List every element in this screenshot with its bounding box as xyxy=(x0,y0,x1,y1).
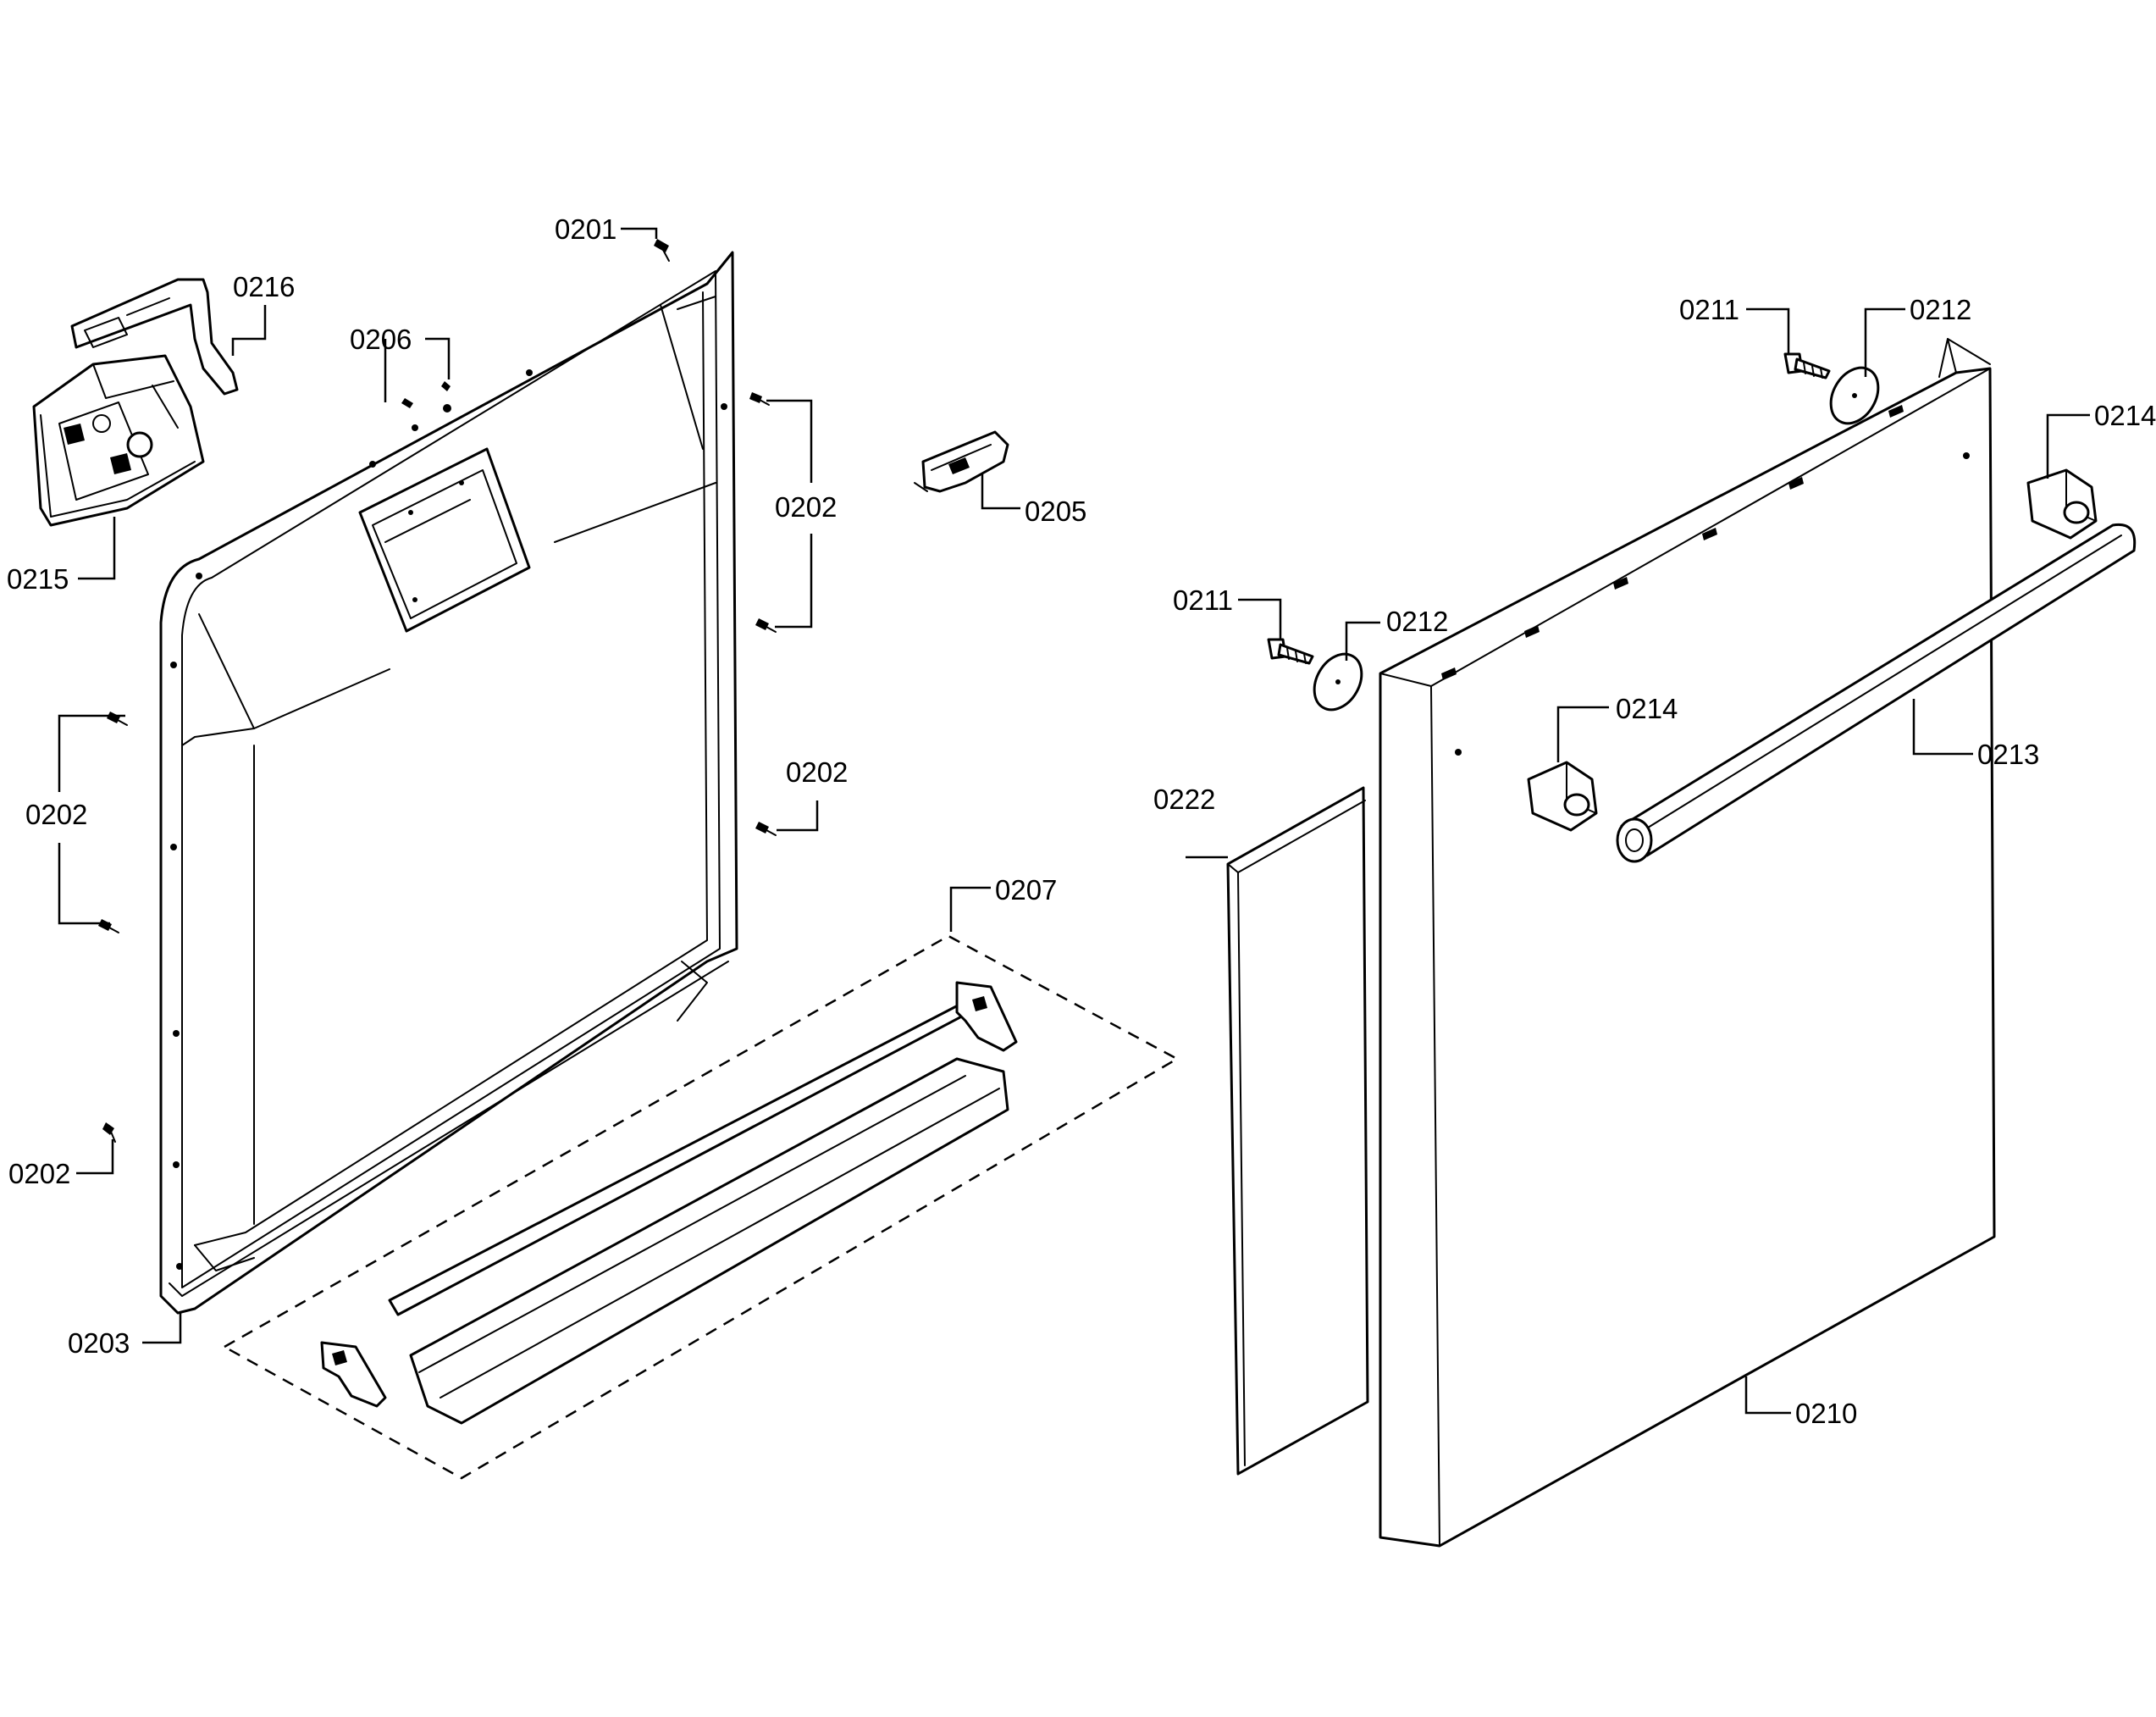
callout-0222: 0222 xyxy=(1153,784,1215,815)
handle-end-cap-mid[interactable] xyxy=(1527,761,1598,832)
screw-0202-left-bottom[interactable] xyxy=(98,919,119,933)
handle-end-cap-top[interactable] xyxy=(2026,468,2098,540)
callout-0207: 0207 xyxy=(995,874,1057,906)
callout-0205: 0205 xyxy=(1025,496,1086,527)
callout-0202-left: 0202 xyxy=(25,799,87,830)
washer-0212-top[interactable] xyxy=(1822,359,1888,432)
screw-0202-right-top[interactable] xyxy=(749,392,770,406)
screw-0202-right-mid-b[interactable] xyxy=(755,822,777,836)
screw-0211-mid[interactable] xyxy=(1267,638,1314,665)
callout-0211-top: 0211 xyxy=(1679,294,1739,325)
callout-0212-mid: 0212 xyxy=(1386,606,1448,637)
door-latch[interactable] xyxy=(914,430,1009,493)
callout-0202-bottom: 0202 xyxy=(8,1158,70,1189)
callout-0216: 0216 xyxy=(233,271,295,302)
screw-0202-bottom[interactable] xyxy=(102,1122,116,1143)
callout-0202-right-top: 0202 xyxy=(775,491,837,523)
callout-0210: 0210 xyxy=(1795,1398,1857,1429)
inner-door-frame[interactable] xyxy=(159,251,738,1315)
outer-door-panel[interactable] xyxy=(1379,338,1996,1548)
callout-0202-right-mid: 0202 xyxy=(786,756,848,788)
callout-0203: 0203 xyxy=(68,1327,130,1359)
callout-0211-mid: 0211 xyxy=(1173,584,1233,616)
detergent-dispenser[interactable] xyxy=(32,354,205,527)
screw-0202-right-mid-a[interactable] xyxy=(755,618,777,633)
panel-insert[interactable] xyxy=(1226,786,1369,1476)
screw-0206-a[interactable] xyxy=(401,398,413,408)
callout-0213: 0213 xyxy=(1977,739,2039,770)
door-handle[interactable] xyxy=(1616,523,2137,863)
washer-0212-mid[interactable] xyxy=(1305,645,1371,718)
screw-0202-left-top[interactable] xyxy=(107,712,128,726)
handle-bracket[interactable] xyxy=(70,278,239,396)
callout-0201: 0201 xyxy=(555,213,616,245)
callout-0214-top: 0214 xyxy=(2094,400,2156,431)
callout-0214-mid: 0214 xyxy=(1616,693,1678,724)
screw-0211-top[interactable] xyxy=(1783,352,1831,379)
leader-lines xyxy=(58,227,2090,1415)
seal-kit[interactable] xyxy=(222,934,1180,1480)
screw-0201[interactable] xyxy=(654,239,670,262)
screw-0206-b[interactable] xyxy=(441,381,451,391)
callout-0215: 0215 xyxy=(7,563,69,595)
callout-0212-top: 0212 xyxy=(1910,294,1971,325)
callout-0206: 0206 xyxy=(350,324,412,355)
